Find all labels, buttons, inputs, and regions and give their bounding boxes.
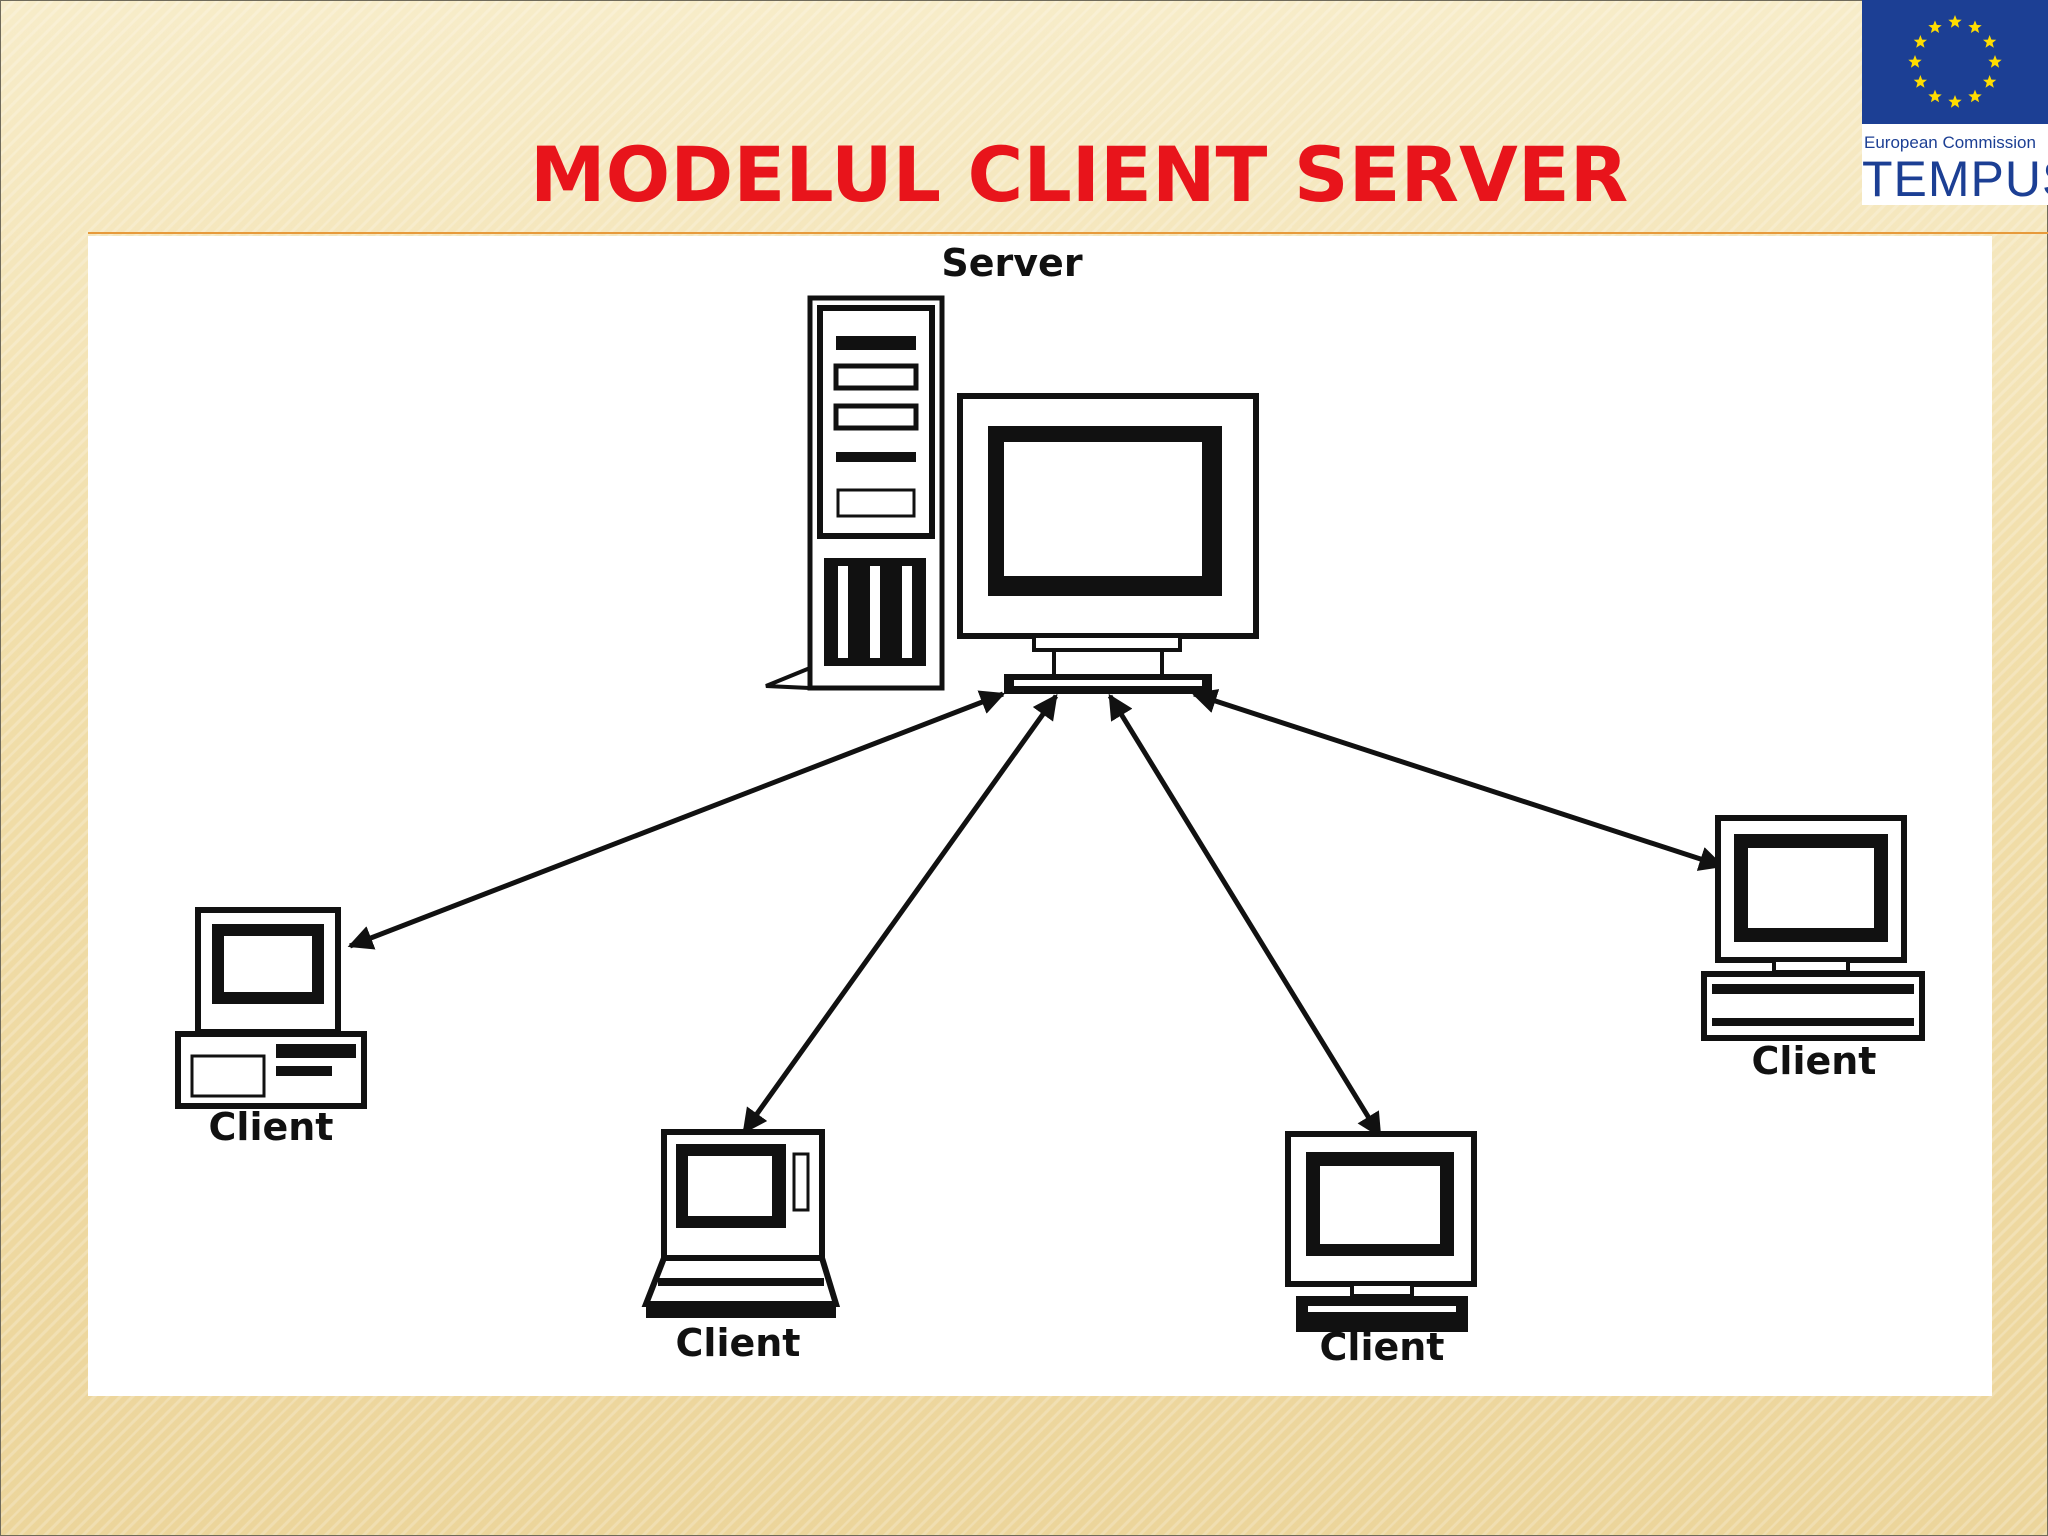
client-label: Client [676, 1321, 801, 1365]
connection-arrow [1107, 693, 1383, 1139]
slide-title: MODELUL CLIENT SERVER [530, 130, 1629, 219]
eu-star-icon [1988, 55, 2002, 68]
client-label: Client [209, 1105, 334, 1149]
eu-star-icon [1908, 55, 1922, 68]
client-desktop-left-icon: Client [175, 907, 367, 1149]
eu-flag-icon [1862, 0, 2048, 124]
eu-star-icon [1913, 75, 1927, 88]
title-divider [88, 232, 2048, 234]
connection-arrow [1191, 689, 1725, 871]
eu-star-icon [1913, 35, 1927, 48]
diagram-panel: Server Client Client [88, 236, 1992, 1396]
eu-star-icon [1983, 35, 1997, 48]
client-desktop-right-icon: Client [1701, 815, 1925, 1083]
server-label: Server [941, 241, 1082, 285]
client-server-diagram: Server Client Client [175, 241, 1925, 1369]
eu-star-icon [1983, 75, 1997, 88]
eu-star-icon [1968, 89, 1982, 103]
eu-star-icon [1948, 15, 1962, 28]
logo-caption: European Commission [1864, 133, 2036, 152]
eu-star-icon [1968, 20, 1982, 33]
client-laptop-icon: Client [641, 1129, 841, 1365]
client-label: Client [1752, 1039, 1877, 1083]
eu-star-icon [1928, 89, 1942, 103]
connection-arrow [741, 693, 1059, 1135]
server-tower-with-monitor-icon: Server [765, 241, 1259, 694]
eu-star-icon [1928, 20, 1942, 33]
client-monitor-keyboard-icon: Client [1285, 1131, 1477, 1369]
client-label: Client [1320, 1325, 1445, 1369]
eu-star-icon [1948, 95, 1962, 108]
